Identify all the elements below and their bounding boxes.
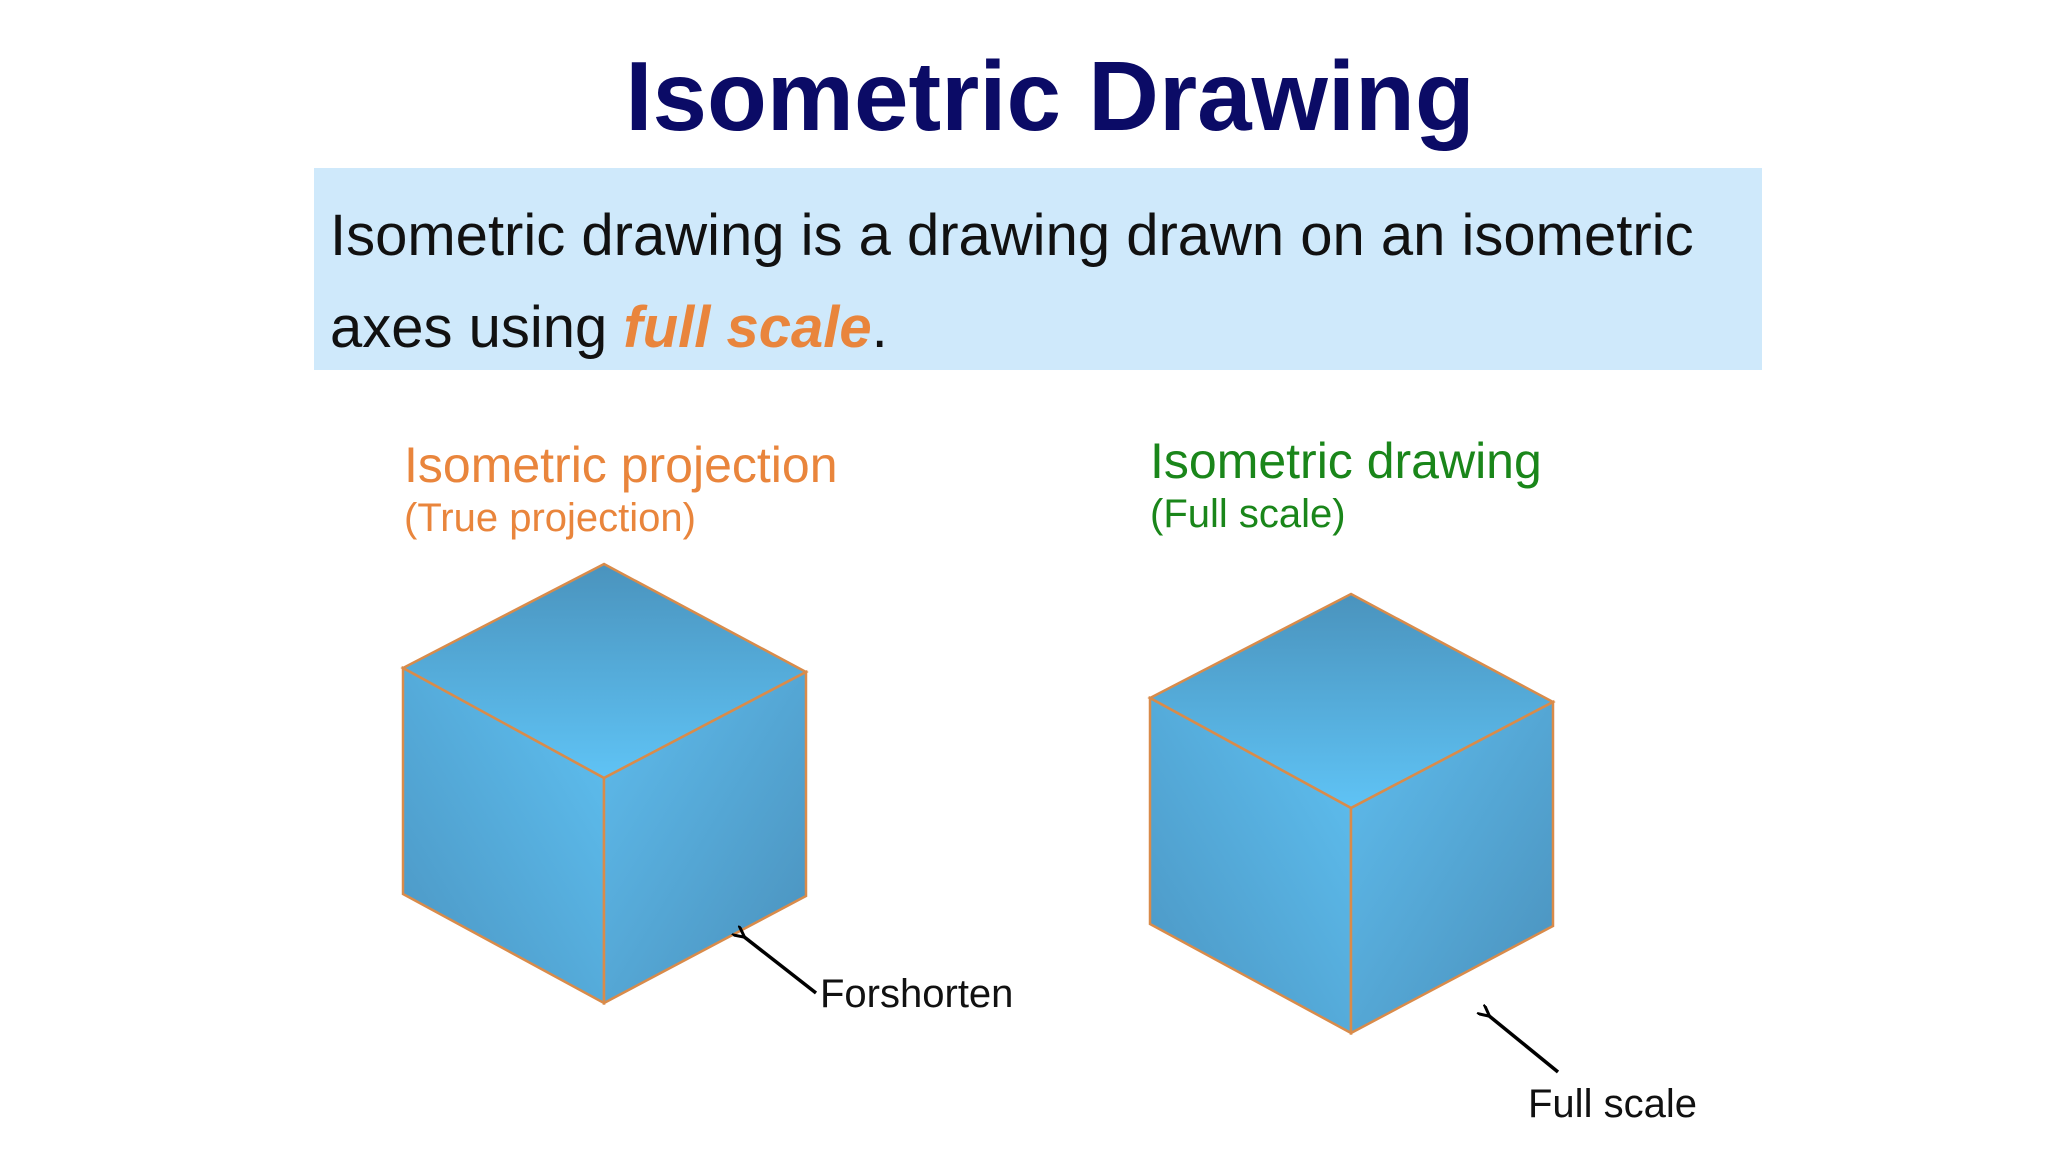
full-scale-arrow [1488, 1015, 1560, 1074]
right-caption: Isometric drawing [1150, 433, 1542, 489]
slide-title: Isometric Drawing [625, 41, 1475, 151]
definition-prefix: axes using [330, 295, 624, 360]
definition-box: Isometric drawing is a drawing drawn on … [314, 168, 1762, 370]
forshorten-arrow [743, 936, 818, 995]
definition-line-2: axes using full scale. [330, 294, 888, 361]
left-cube-right-face [602, 669, 808, 1006]
definition-suffix: . [871, 295, 888, 360]
full-scale-label: Full scale [1528, 1082, 1697, 1126]
forshorten-label: Forshorten [820, 972, 1014, 1016]
definition-line-1: Isometric drawing is a drawing drawn on … [330, 203, 1694, 268]
left-caption: Isometric projection [404, 437, 838, 493]
right-subcaption: (Full scale) [1150, 492, 1346, 536]
full-scale-emphasis: full scale [623, 295, 872, 360]
right-cube [1147, 592, 1556, 1036]
right-cube-right-face [1349, 699, 1555, 1036]
left-subcaption: (True projection) [404, 496, 696, 540]
left-cube [400, 562, 809, 1006]
